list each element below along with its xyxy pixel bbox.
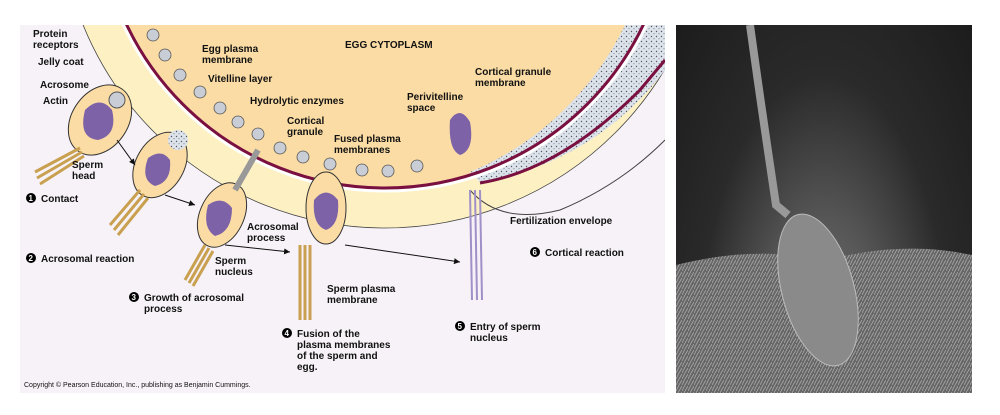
egg-plasma-membrane [125, 25, 645, 190]
svg-text:Cortical reaction: Cortical reaction [545, 248, 624, 259]
label-acrosome: Acrosome [40, 80, 89, 91]
svg-text:Acrosomal reaction: Acrosomal reaction [41, 254, 134, 265]
svg-text:2: 2 [29, 254, 34, 263]
svg-text:3: 3 [132, 293, 137, 302]
sperm-acrosomal-process [183, 148, 261, 287]
cortical-granules [146, 28, 424, 178]
step-2: 2 Acrosomal reaction [26, 253, 134, 265]
cortical-granule-contents [470, 25, 665, 182]
label-hydrolytic-enzymes: Hydrolytic enzymes [250, 96, 344, 107]
svg-text:Contact: Contact [41, 194, 79, 205]
label-vitelline-layer: Vitelline layer [208, 74, 272, 85]
label-fertilization-envelope: Fertilization envelope [510, 216, 613, 227]
sperm-fusion [298, 171, 347, 320]
step-1: 1 Contact [26, 193, 79, 205]
svg-text:5: 5 [458, 322, 463, 331]
svg-text:1: 1 [29, 194, 34, 203]
egg-cytoplasm-title: EGG CYTOPLASM [345, 40, 433, 51]
copyright: Copyright © Pearson Education, Inc., pub… [24, 381, 251, 389]
sperm-egg-micrograph [676, 25, 972, 393]
step-6: 6 Cortical reaction [530, 247, 624, 259]
micrograph-image [676, 25, 972, 393]
svg-text:6: 6 [533, 248, 538, 257]
sperm-entry [449, 112, 483, 301]
sperm-acrosomal-reaction [108, 130, 188, 236]
label-jelly-coat: Jelly coat [38, 57, 84, 68]
sperm-contact [34, 84, 133, 186]
label-actin: Actin [43, 96, 68, 107]
svg-text:4: 4 [285, 329, 290, 338]
egg-cytoplasm [128, 25, 642, 187]
